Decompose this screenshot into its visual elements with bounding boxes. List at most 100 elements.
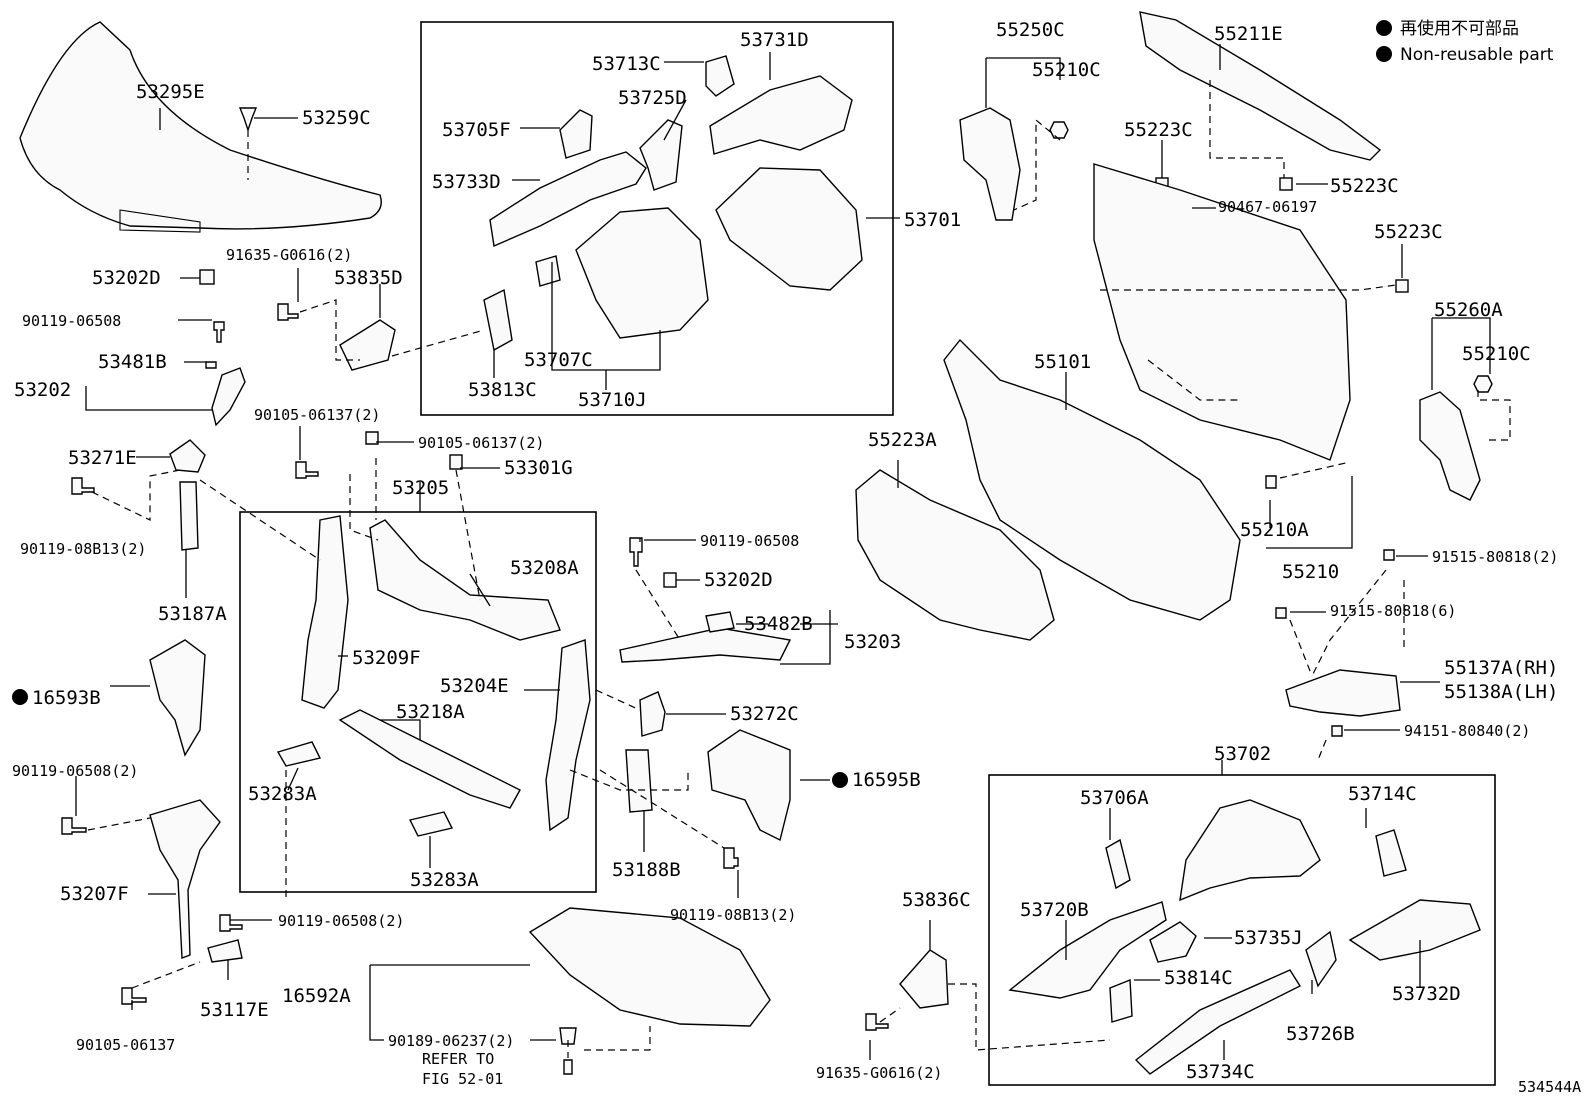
bolt-90119-08B13-b xyxy=(723,847,739,869)
label-53705F: 53705F xyxy=(442,119,511,141)
label-53283A-b: 53283A xyxy=(410,869,479,891)
label-53836C: 53836C xyxy=(902,889,971,911)
label-55138A: 55138A(LH) xyxy=(1444,681,1558,703)
label-94151-80840: 94151-80840(2) xyxy=(1404,722,1530,740)
label-53735J: 53735J xyxy=(1234,927,1303,949)
label-91635-G0616-b: 91635-G0616(2) xyxy=(816,1064,942,1082)
bracket-53271E xyxy=(169,439,206,473)
refer-note-line2: FIG 52-01 xyxy=(422,1070,503,1088)
plate-53283A-b xyxy=(408,811,454,837)
label-53272C: 53272C xyxy=(730,703,799,725)
bracket-53706A xyxy=(1105,838,1131,890)
bracket-53187A xyxy=(179,481,199,551)
label-90119-08B13-b: 90119-08B13(2) xyxy=(670,906,796,924)
bolt-90119 xyxy=(213,321,225,343)
clip-55210A xyxy=(1265,475,1277,489)
seal-16593B xyxy=(149,639,206,757)
non-reusable-marker-16595B-icon xyxy=(832,772,848,788)
bracket-53188B xyxy=(625,749,653,813)
label-91515-80818-2: 91515-80818(2) xyxy=(1432,548,1558,566)
group-box-53702 xyxy=(988,774,1496,1086)
refer-note-line1: REFER TO xyxy=(422,1050,494,1068)
bolt-90119-2a xyxy=(61,817,87,835)
apron-53702 xyxy=(1179,799,1321,902)
label-53710J: 53710J xyxy=(578,389,647,411)
label-53204E: 53204E xyxy=(440,675,509,697)
label-53202: 53202 xyxy=(14,379,71,401)
label-91515-80818-6: 91515-80818(6) xyxy=(1330,602,1456,620)
rail-53720B xyxy=(1008,901,1167,999)
nut-55223C-c xyxy=(1395,279,1409,293)
cowl-panel-53295E xyxy=(19,21,382,230)
bolt-91515-b xyxy=(1275,607,1287,619)
bracket-53835D xyxy=(339,319,396,371)
bracket-53272C xyxy=(639,691,666,737)
label-53295E: 53295E xyxy=(136,81,205,103)
label-53702: 53702 xyxy=(1214,743,1271,765)
rail-53733D xyxy=(489,151,647,248)
bolt-90105-b xyxy=(365,431,379,445)
label-53481B: 53481B xyxy=(98,351,167,373)
label-53482B: 53482B xyxy=(744,613,813,635)
bracket-55137A xyxy=(1285,669,1401,717)
label-55250C: 55250C xyxy=(996,19,1065,41)
label-55223A: 55223A xyxy=(868,429,937,451)
non-reusable-marker-16593B-icon xyxy=(12,689,28,705)
clip-53301G xyxy=(449,454,463,470)
label-55137A: 55137A(RH) xyxy=(1444,657,1558,679)
crossmember-53218A xyxy=(338,709,521,809)
bracket-53705F xyxy=(559,109,593,159)
clip-55210C-a xyxy=(1049,121,1069,139)
label-53706A: 53706A xyxy=(1080,787,1149,809)
group-box-53205 xyxy=(239,511,597,893)
panel-53731D xyxy=(709,75,853,155)
label-55223C-a: 55223C xyxy=(1124,119,1193,141)
bracket-53713C xyxy=(705,55,735,97)
silencer-55223A xyxy=(855,469,1055,641)
bracket-53117E xyxy=(207,939,243,963)
label-90189-06237: 90189-06237(2) xyxy=(388,1032,514,1050)
label-53720B: 53720B xyxy=(1020,899,1089,921)
seal-16595B xyxy=(707,729,791,842)
clip-53482B xyxy=(705,611,735,633)
label-90119-08B13-a: 90119-08B13(2) xyxy=(20,540,146,558)
label-16595B: 16595B xyxy=(852,769,921,791)
label-53259C: 53259C xyxy=(302,107,371,129)
label-90119-06508-2a: 90119-06508(2) xyxy=(12,762,138,780)
bracket-53707C xyxy=(535,255,561,287)
cap-53202D xyxy=(199,269,215,285)
label-53205: 53205 xyxy=(392,477,449,499)
apron-53710J xyxy=(575,207,709,339)
part-shapes xyxy=(19,11,1493,1075)
clip-53481B xyxy=(205,361,217,369)
label-53203: 53203 xyxy=(844,631,901,653)
legend-en: Non-reusable part xyxy=(1400,45,1554,65)
leader-lines xyxy=(75,44,1511,1060)
label-90105-06137: 90105-06137 xyxy=(76,1036,175,1054)
label-53202D-a: 53202D xyxy=(92,267,161,289)
label-53725D: 53725D xyxy=(618,87,687,109)
label-90119-06508-2b: 90119-06508(2) xyxy=(278,912,404,930)
label-55101: 55101 xyxy=(1034,351,1091,373)
bolt-91515-a xyxy=(1383,549,1395,561)
clip-55210C-b xyxy=(1473,375,1493,393)
bolt-90119-b xyxy=(629,537,643,567)
label-90119-06508-b: 90119-06508 xyxy=(700,532,799,550)
bracket-55260A xyxy=(1419,391,1481,501)
bracket-53813C xyxy=(483,288,513,352)
label-90105-06137-2a: 90105-06137(2) xyxy=(254,406,380,424)
label-53701: 53701 xyxy=(904,209,961,231)
label-53814C: 53814C xyxy=(1164,967,1233,989)
label-90105-06137-2b: 90105-06137(2) xyxy=(418,434,544,452)
member-53203 xyxy=(619,627,792,663)
cover-16592A xyxy=(528,907,771,1027)
label-53734C: 53734C xyxy=(1186,1061,1255,1083)
bolt-91635-b xyxy=(865,1013,889,1031)
panel-53732D xyxy=(1348,899,1481,961)
non-reusable-marker-icon xyxy=(1376,46,1392,62)
label-53209F: 53209F xyxy=(352,647,421,669)
clip-53259C xyxy=(238,107,258,133)
label-55223C-b: 55223C xyxy=(1330,175,1399,197)
label-53301G: 53301G xyxy=(504,457,573,479)
pillar-53209F xyxy=(301,515,349,709)
